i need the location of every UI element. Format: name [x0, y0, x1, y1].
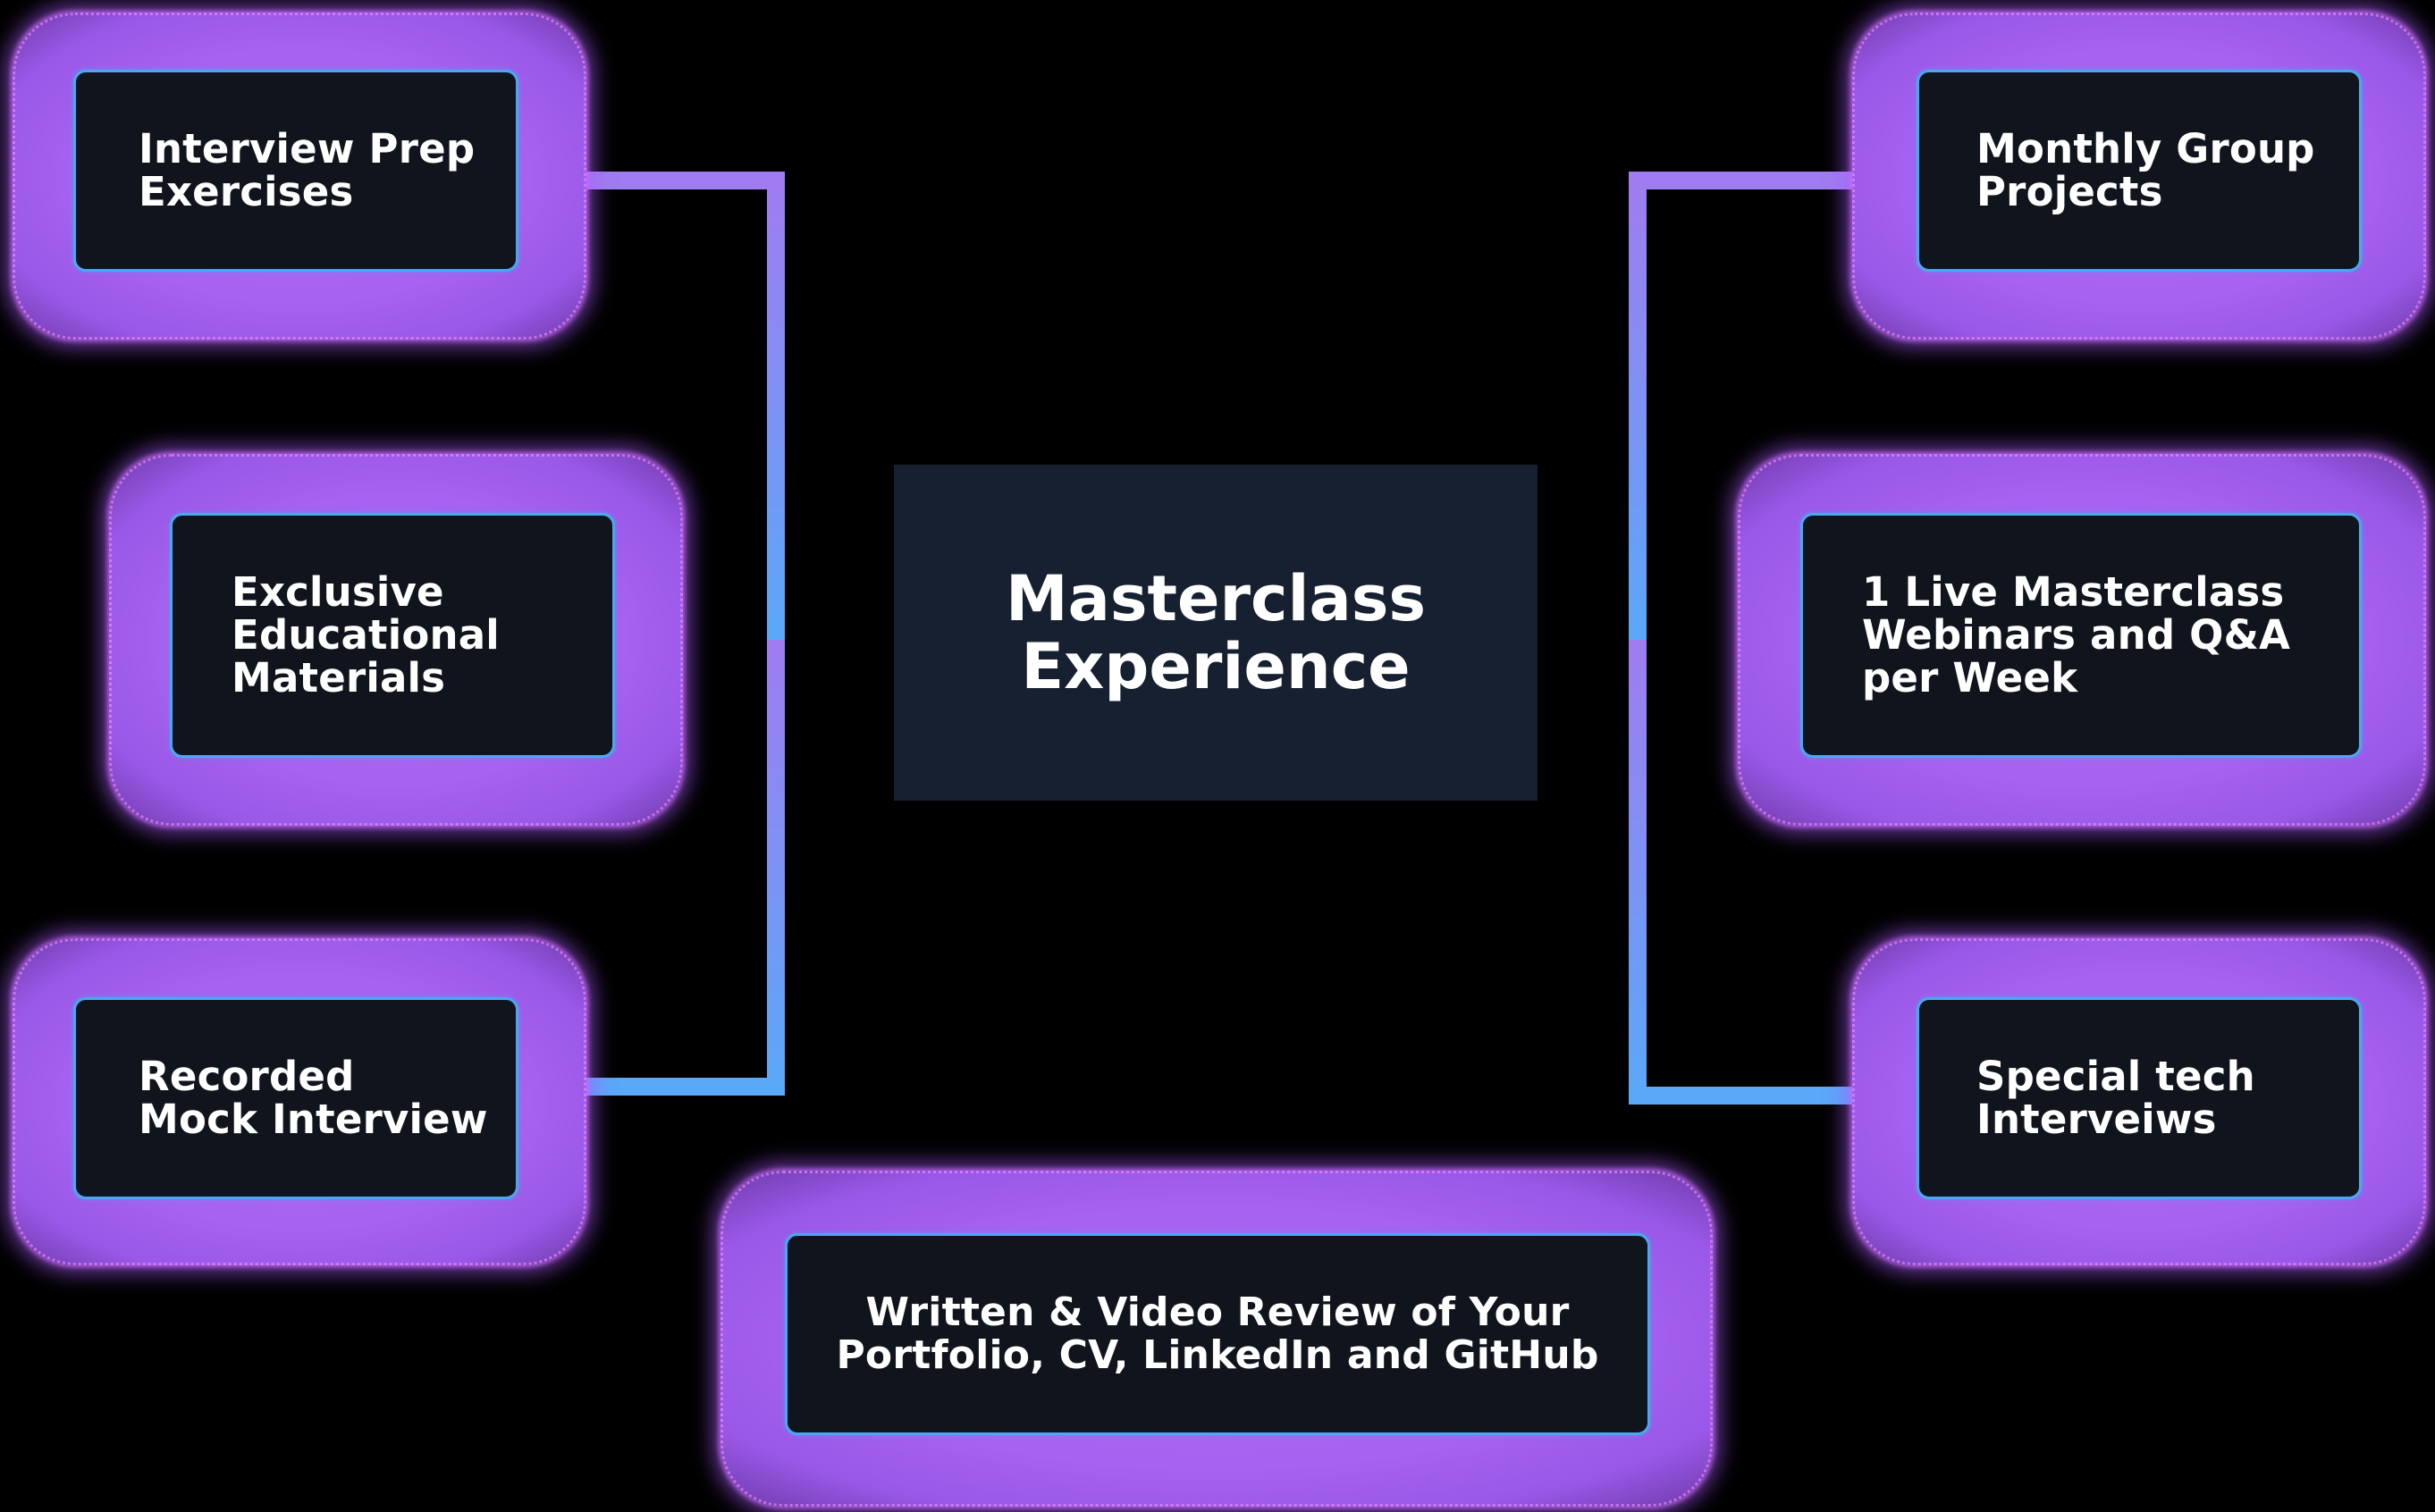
connector-right-top — [1629, 172, 1918, 640]
node-label: Recorded Mock Interview — [139, 1053, 488, 1143]
node-live-webinars: 1 Live Masterclass Webinars and Q&A per … — [1800, 513, 2362, 758]
node-group-projects: Monthly Group Projects — [1917, 70, 2362, 272]
center-node-label: Masterclass Experience — [1005, 562, 1427, 703]
connector-left-top — [517, 172, 785, 640]
connector-right-bottom — [1629, 640, 1918, 1105]
node-portfolio-review: Written & Video Review of Your Portfolio… — [785, 1233, 1650, 1435]
node-educational-materials: Exclusive Educational Materials — [170, 513, 615, 758]
node-tech-interviews: Special tech Interveiws — [1917, 997, 2362, 1199]
node-label: Interview Prep Exercises — [139, 125, 476, 215]
node-label: Written & Video Review of Your Portfolio… — [836, 1289, 1599, 1378]
node-label: Monthly Group Projects — [1976, 125, 2315, 215]
center-node: Masterclass Experience — [894, 465, 1538, 801]
node-label: Exclusive Educational Materials — [232, 568, 500, 701]
node-label: Special tech Interveiws — [1976, 1053, 2255, 1143]
node-label: 1 Live Masterclass Webinars and Q&A per … — [1862, 568, 2291, 701]
connector-left-bottom — [517, 640, 785, 1096]
node-interview-prep: Interview Prep Exercises — [73, 70, 518, 272]
node-mock-interview: Recorded Mock Interview — [73, 997, 518, 1199]
